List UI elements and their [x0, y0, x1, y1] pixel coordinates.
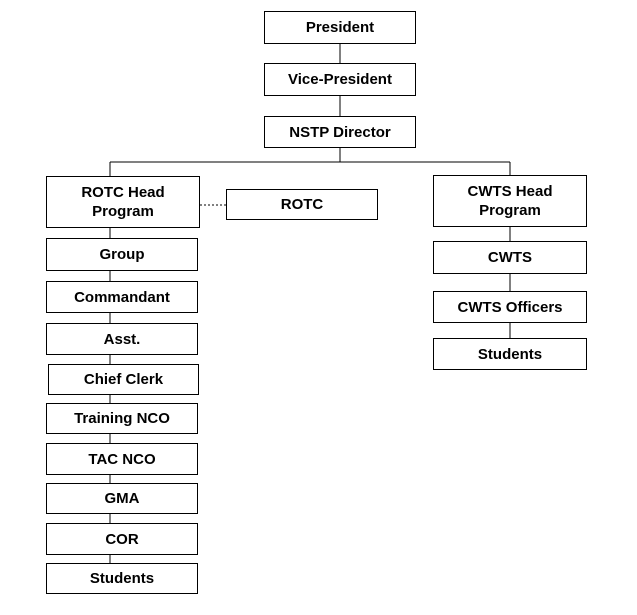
- node-tac-nco: TAC NCO: [46, 443, 198, 475]
- node-asst: Asst.: [46, 323, 198, 355]
- node-training-nco: Training NCO: [46, 403, 198, 434]
- node-cwts-students: Students: [433, 338, 587, 370]
- node-chief-clerk: Chief Clerk: [48, 364, 199, 395]
- node-gma: GMA: [46, 483, 198, 514]
- node-vice-president: Vice-President: [264, 63, 416, 96]
- node-rotc: ROTC: [226, 189, 378, 220]
- node-nstp-director: NSTP Director: [264, 116, 416, 148]
- node-cwts-head-program: CWTS Head Program: [433, 175, 587, 227]
- node-cwts-officers: CWTS Officers: [433, 291, 587, 323]
- node-commandant: Commandant: [46, 281, 198, 313]
- node-president: President: [264, 11, 416, 44]
- node-rotc-students: Students: [46, 563, 198, 594]
- node-rotc-head-program: ROTC Head Program: [46, 176, 200, 228]
- node-cor: COR: [46, 523, 198, 555]
- node-group: Group: [46, 238, 198, 271]
- node-cwts: CWTS: [433, 241, 587, 274]
